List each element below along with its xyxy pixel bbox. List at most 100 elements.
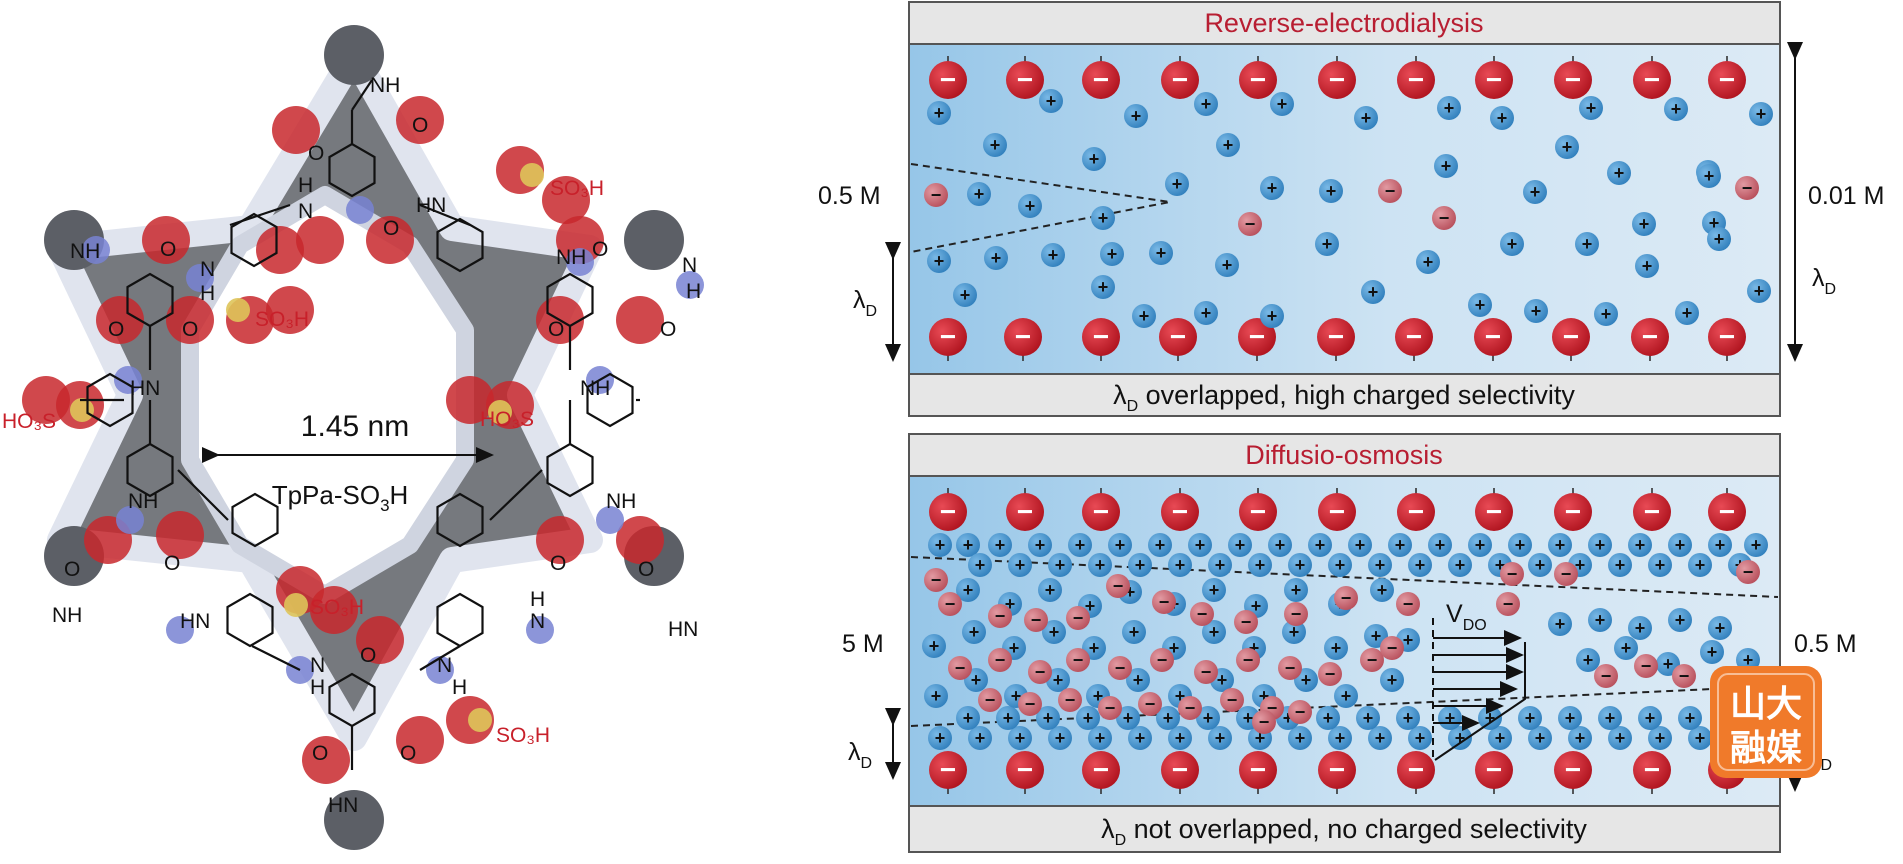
svg-text:+: +	[1025, 196, 1036, 216]
cation: +	[1434, 154, 1458, 178]
cation: +	[1208, 726, 1232, 750]
svg-text:+: +	[1315, 535, 1326, 555]
cation: +	[1260, 176, 1284, 200]
label-o: O	[550, 552, 566, 575]
top-left-concentration: 0.5 M	[818, 182, 881, 210]
anion: −	[1334, 586, 1358, 610]
wall-charge: −	[1475, 56, 1513, 99]
cation: +	[1008, 726, 1032, 750]
cation: +	[1215, 253, 1239, 277]
anion: −	[1234, 610, 1258, 634]
label-o: O	[108, 318, 124, 341]
svg-text:−: −	[1115, 658, 1126, 678]
label-nh: NH	[128, 490, 158, 513]
cation: +	[1091, 275, 1115, 299]
anion: −	[1028, 660, 1052, 684]
svg-text:−: −	[1035, 662, 1046, 682]
anion: −	[1288, 700, 1312, 724]
svg-text:+: +	[1291, 580, 1302, 600]
svg-text:+: +	[1098, 208, 1109, 228]
svg-text:−: −	[1385, 181, 1396, 201]
svg-text:+: +	[1415, 728, 1426, 748]
cation: +	[1370, 578, 1394, 602]
cation: +	[1354, 106, 1378, 130]
svg-text:+: +	[1085, 596, 1096, 616]
minus-sign: −	[940, 496, 956, 527]
svg-text:+: +	[1135, 728, 1146, 748]
svg-text:−: −	[1285, 658, 1296, 678]
label-o: O	[660, 318, 676, 341]
svg-text:+: +	[1586, 98, 1597, 118]
svg-text:−: −	[1601, 666, 1612, 686]
cation: +	[1558, 706, 1582, 730]
label-n: N	[200, 258, 215, 281]
cation: +	[1216, 133, 1240, 157]
minus-sign: −	[1017, 496, 1033, 527]
svg-text:+: +	[929, 636, 940, 656]
svg-text:+: +	[990, 135, 1001, 155]
label-o: O	[548, 318, 564, 341]
svg-text:−: −	[1503, 594, 1514, 614]
cation: +	[1041, 243, 1065, 267]
minus-sign: −	[1642, 321, 1658, 352]
svg-text:+: +	[1255, 555, 1266, 575]
label-o: O	[164, 552, 180, 575]
svg-text:+: +	[1093, 686, 1104, 706]
anion: −	[1252, 710, 1276, 734]
svg-text:+: +	[1525, 708, 1536, 728]
cation: +	[1168, 726, 1192, 750]
minus-sign: −	[1093, 754, 1109, 785]
cation: +	[956, 706, 980, 730]
cation: +	[1048, 553, 1072, 577]
svg-text:+: +	[1048, 245, 1059, 265]
anion: −	[1284, 602, 1308, 626]
label-o: O	[383, 217, 399, 240]
anion: −	[1500, 562, 1524, 586]
svg-text:+: +	[1043, 708, 1054, 728]
wall-charge: −	[1395, 318, 1433, 361]
minus-sign: −	[1408, 496, 1424, 527]
cation: +	[1548, 533, 1572, 557]
svg-text:+: +	[1495, 728, 1506, 748]
svg-text:−: −	[1113, 576, 1124, 596]
svg-text:+: +	[1395, 535, 1406, 555]
anion: −	[1220, 688, 1244, 712]
minus-sign: −	[1719, 321, 1735, 352]
minus-sign: −	[1406, 321, 1422, 352]
svg-text:+: +	[1251, 596, 1262, 616]
svg-text:+: +	[1685, 708, 1696, 728]
svg-text:+: +	[1507, 234, 1518, 254]
wall-charge: −	[1239, 56, 1277, 99]
svg-text:+: +	[1671, 99, 1682, 119]
svg-text:−: −	[931, 185, 942, 205]
anion: −	[1360, 648, 1384, 672]
svg-text:−: −	[1679, 666, 1690, 686]
cation: +	[1408, 726, 1432, 750]
cation: +	[1122, 620, 1146, 644]
label-h: H	[200, 282, 215, 305]
minus-sign: −	[1172, 496, 1188, 527]
cation: +	[1664, 97, 1688, 121]
cation: +	[968, 726, 992, 750]
minus-sign: −	[940, 321, 956, 352]
minus-sign: −	[1249, 321, 1265, 352]
wall-charge: −	[1318, 751, 1356, 794]
svg-text:+: +	[1387, 670, 1398, 690]
svg-text:+: +	[1163, 708, 1174, 728]
cation: +	[1648, 553, 1672, 577]
cation: +	[1608, 726, 1632, 750]
cation: +	[1437, 96, 1461, 120]
svg-text:+: +	[1005, 594, 1016, 614]
cation: +	[1088, 553, 1112, 577]
watermark-logo: 山大 融媒	[1710, 666, 1822, 778]
svg-text:+: +	[934, 251, 945, 271]
svg-text:+: +	[1295, 555, 1306, 575]
anion: −	[1194, 660, 1218, 684]
svg-text:+: +	[1444, 98, 1455, 118]
svg-text:+: +	[1055, 555, 1066, 575]
minus-sign: −	[940, 64, 956, 95]
svg-text:+: +	[1169, 638, 1180, 658]
minus-sign: −	[1093, 496, 1109, 527]
cation: +	[1588, 533, 1612, 557]
velocity-label: VDO	[1446, 600, 1487, 634]
